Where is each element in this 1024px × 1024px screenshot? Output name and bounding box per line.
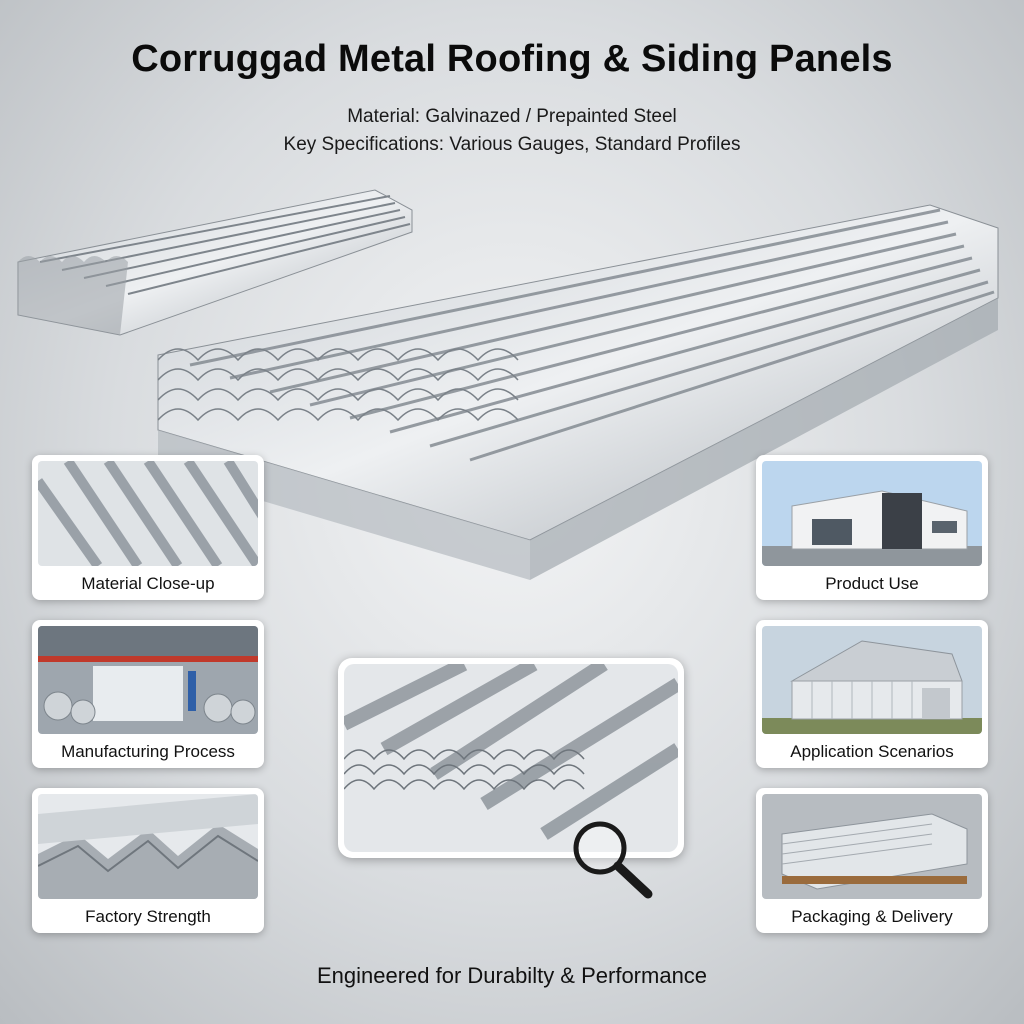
material-line: Material: Galvinazed / Prepainted Steel [347, 106, 677, 127]
manufacturing-process-label: Manufacturing Process [61, 742, 235, 761]
factory-strength-image [38, 794, 258, 899]
manufacturing-process-card[interactable]: Manufacturing Process [32, 620, 264, 768]
product-use-image [762, 461, 982, 566]
factory-strength-card[interactable]: Factory Strength [32, 788, 264, 933]
product-use-label: Product Use [825, 574, 919, 593]
material-closeup-image [38, 461, 258, 566]
application-scenarios-label: Application Scenarios [790, 742, 954, 761]
manufacturing-process-image [38, 626, 258, 734]
page-title: Corruggad Metal Roofing & Siding Panels [131, 38, 893, 80]
application-scenarios-card[interactable]: Application Scenarios [756, 620, 988, 768]
specifications-line: Key Specifications: Various Gauges, Stan… [283, 134, 741, 155]
panel-detail-image [344, 664, 678, 852]
factory-strength-label: Factory Strength [85, 907, 211, 926]
application-scenarios-image [762, 626, 982, 734]
material-closeup-label: Material Close-up [81, 574, 215, 593]
panel-detail-zoom[interactable] [338, 658, 684, 858]
material-closeup-card[interactable]: Material Close-up [32, 455, 264, 600]
footer-tagline: Engineered for Durabilty & Performance [316, 963, 708, 988]
product-use-card[interactable]: Product Use [756, 455, 988, 600]
magnifier-icon[interactable] [568, 818, 658, 900]
packaging-delivery-card[interactable]: Packaging & Delivery [756, 788, 988, 933]
packaging-delivery-label: Packaging & Delivery [791, 907, 953, 926]
packaging-delivery-image [762, 794, 982, 899]
